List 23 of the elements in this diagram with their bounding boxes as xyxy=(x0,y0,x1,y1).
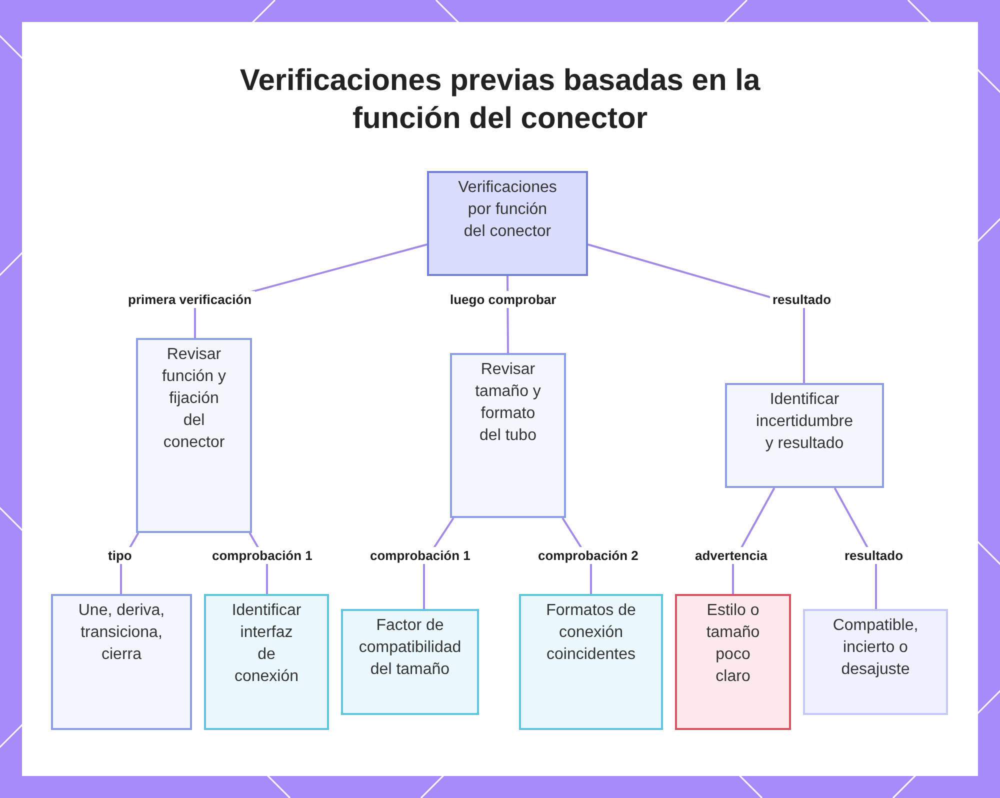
box-label: Compatible, incierto o desajuste xyxy=(832,616,920,680)
check-box xyxy=(204,594,329,730)
result-box xyxy=(803,609,948,715)
process-box xyxy=(136,338,252,533)
box-label: Estilo o tamaño poco claro xyxy=(705,601,761,687)
box-label: Une, deriva, transiciona, cierra xyxy=(77,601,166,665)
box-label: Identificar incertidumbre y resultado xyxy=(755,390,854,454)
box-label: Revisar tamaño y formato del tubo xyxy=(474,360,542,446)
box-label: Identificar interfaz de conexión xyxy=(230,601,302,687)
diagram-title: Verificaciones previas basadas en la función del conector xyxy=(238,63,762,137)
box-label: Verificaciones por función del conector xyxy=(457,178,558,242)
process-box xyxy=(51,594,192,730)
warning-box xyxy=(675,594,791,730)
process-box xyxy=(450,353,566,518)
check-box xyxy=(341,609,479,715)
box-label: Factor de compatibilidad del tamaño xyxy=(358,616,462,680)
connector-line xyxy=(588,244,805,383)
edge-label: advertencia xyxy=(692,546,770,564)
check-box xyxy=(519,594,663,730)
box-label: Formatos de conexión coincidentes xyxy=(545,601,637,665)
root-box xyxy=(427,171,588,276)
box-label: Revisar función y fijación del conector xyxy=(160,345,228,453)
process-box xyxy=(725,383,884,488)
